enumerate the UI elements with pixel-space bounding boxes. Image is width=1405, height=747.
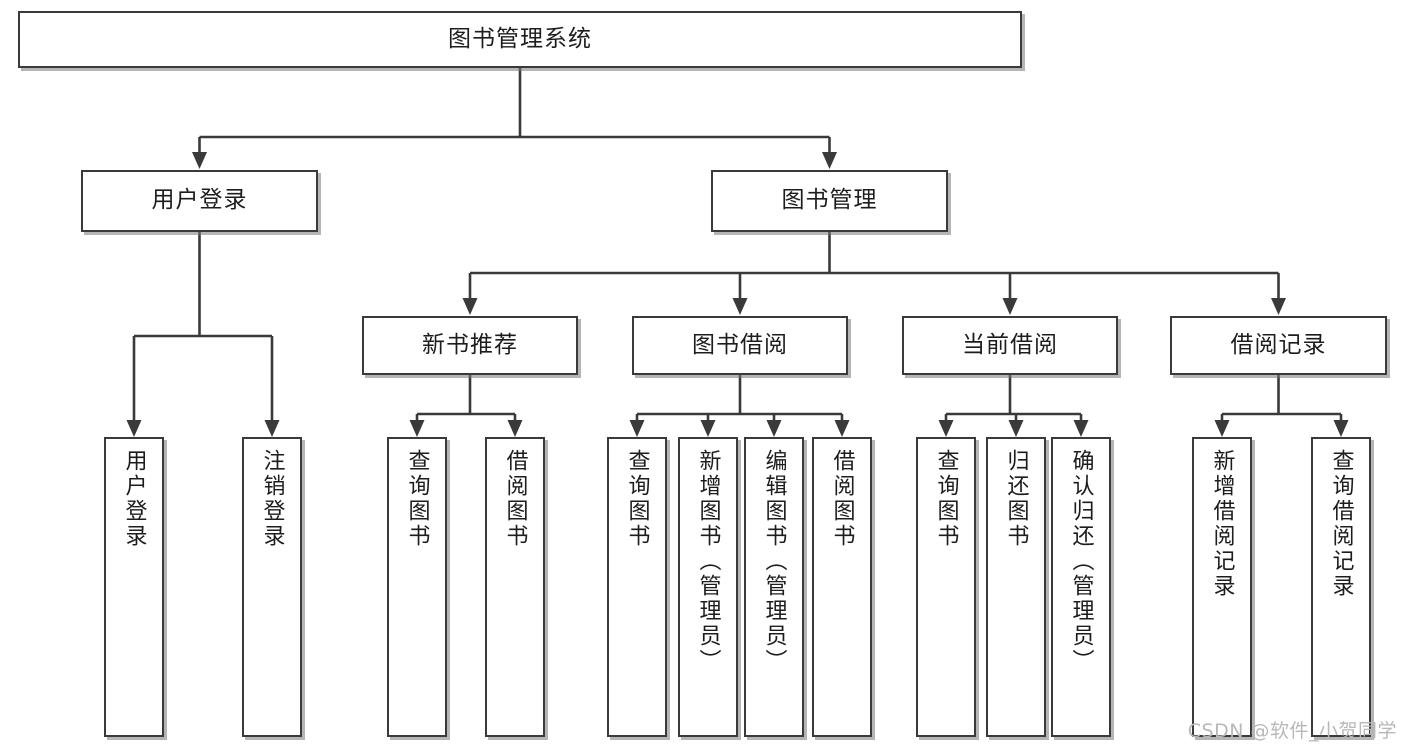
node-leaf-bb-borrow-book[interactable]: 借阅图书 [812,437,872,737]
watermark-text: CSDN @软件_小贺同学 [1187,720,1397,742]
arrowhead-icon [1214,420,1230,437]
arrowhead-icon [126,420,142,437]
arrowhead-icon [732,298,748,315]
node-label: 查询借阅记录 [1328,449,1354,599]
node-label: 借阅记录 [1230,331,1327,358]
node-user-login[interactable]: 用户登录 [81,170,318,232]
node-new-book-recommend[interactable]: 新书推荐 [362,316,578,375]
arrowhead-icon [700,420,716,437]
node-label: 借阅图书 [829,449,855,549]
node-borrow-record[interactable]: 借阅记录 [1170,316,1387,375]
node-leaf-rec-borrow-book[interactable]: 借阅图书 [485,437,545,737]
node-label: 查询图书 [933,449,959,549]
arrowhead-icon [264,420,280,437]
node-leaf-cb-return-book[interactable]: 归还图书 [986,437,1046,737]
arrowhead-icon [834,420,850,437]
node-label: 图书借阅 [692,331,788,358]
node-label: 注销登录 [259,449,285,549]
node-label: 新增借阅记录 [1209,449,1235,599]
node-label: 图书管理系统 [448,25,592,52]
node-label: 查询图书 [404,449,430,549]
arrowhead-icon [629,420,645,437]
node-leaf-user-login[interactable]: 用户登录 [104,437,164,737]
arrowhead-icon [938,420,954,437]
arrowhead-icon [1271,298,1286,315]
node-label: 新增图书（管理员） [695,449,721,674]
arrowhead-icon [507,420,523,437]
node-leaf-user-logout[interactable]: 注销登录 [242,437,302,737]
node-label: 借阅图书 [502,449,528,549]
node-leaf-cb-query-book[interactable]: 查询图书 [916,437,976,737]
node-leaf-br-query-record[interactable]: 查询借阅记录 [1311,437,1371,737]
arrowhead-icon [1333,420,1349,437]
arrowhead-icon [192,152,207,169]
node-leaf-bb-query-book[interactable]: 查询图书 [607,437,667,737]
node-leaf-cb-confirm-return[interactable]: 确认归还（管理员） [1051,437,1111,737]
node-label: 当前借阅 [962,331,1058,358]
arrowhead-icon [822,152,837,169]
arrowhead-icon [462,298,478,315]
arrowhead-icon [766,420,782,437]
node-label: 编辑图书（管理员） [761,449,787,674]
node-label: 归还图书 [1003,449,1029,549]
node-leaf-bb-edit-book[interactable]: 编辑图书（管理员） [744,437,804,737]
node-label: 用户登录 [151,187,248,214]
node-book-manage[interactable]: 图书管理 [711,170,948,232]
node-label: 查询图书 [624,449,650,549]
node-label: 图书管理 [781,187,878,214]
node-book-borrow[interactable]: 图书借阅 [632,316,848,375]
node-leaf-bb-add-book[interactable]: 新增图书（管理员） [678,437,738,737]
arrowhead-icon [1008,420,1024,437]
node-label: 用户登录 [121,449,147,549]
node-current-borrow[interactable]: 当前借阅 [902,316,1118,375]
node-leaf-br-add-record[interactable]: 新增借阅记录 [1192,437,1252,737]
node-root[interactable]: 图书管理系统 [18,11,1022,68]
arrowhead-icon [1002,298,1018,315]
arrowhead-icon [1073,420,1089,437]
node-label: 新书推荐 [422,331,518,358]
node-leaf-rec-query-book[interactable]: 查询图书 [387,437,447,737]
arrowhead-icon [409,420,425,437]
node-label: 确认归还（管理员） [1068,449,1094,674]
